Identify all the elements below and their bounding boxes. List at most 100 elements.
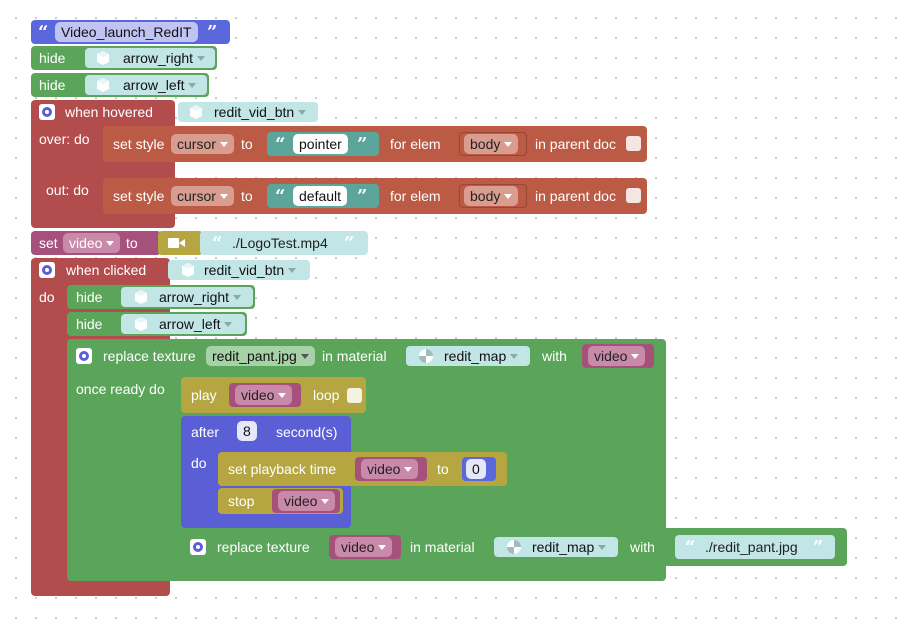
style-property-dropdown[interactable]: cursor xyxy=(171,186,234,206)
file-path-value[interactable]: ./LogoTest.mp4 xyxy=(232,235,328,251)
quote-close-icon: ” xyxy=(357,186,368,207)
after-label: after xyxy=(191,424,220,440)
variable-block[interactable]: video xyxy=(355,457,427,481)
for-elem-label: for elem xyxy=(390,188,441,204)
variable-dropdown[interactable]: video xyxy=(588,346,646,366)
video-file-block[interactable] xyxy=(158,231,203,255)
variable-block[interactable]: video xyxy=(229,383,301,407)
texture-dropdown[interactable]: redit_pant.jpg xyxy=(206,346,315,366)
variable-block[interactable]: video xyxy=(272,489,340,513)
hide-block-arrow-left[interactable]: hide arrow_left xyxy=(67,312,247,336)
hide-label: hide xyxy=(76,289,103,305)
object-dropdown[interactable]: arrow_right xyxy=(117,48,211,68)
text-value-block[interactable]: “ pointer ” xyxy=(267,132,379,156)
over-do-label: over: do xyxy=(39,131,90,147)
text-value-block[interactable]: “ default ” xyxy=(267,184,379,208)
file-path-value[interactable]: ./redit_pant.jpg xyxy=(705,539,798,555)
variable-dropdown[interactable]: video xyxy=(63,233,121,253)
set-style-block-over[interactable]: set style cursor to “ pointer ” for elem… xyxy=(103,126,647,162)
checkbox-icon[interactable] xyxy=(626,188,641,203)
playback-time-field[interactable]: 0 xyxy=(466,459,486,479)
elem-dropdown[interactable]: body xyxy=(464,186,519,206)
cube-icon xyxy=(97,78,109,92)
variable-block[interactable]: video xyxy=(329,535,401,559)
set-playback-time-block[interactable]: set playback time video to 0 xyxy=(218,452,507,486)
replace-texture-label: replace texture xyxy=(217,539,310,555)
object-selector[interactable]: arrow_left xyxy=(85,75,207,95)
quote-close-icon: ” xyxy=(344,233,355,254)
for-elem-label: for elem xyxy=(390,136,441,152)
hide-label: hide xyxy=(76,316,103,332)
gear-icon[interactable] xyxy=(39,104,55,120)
in-material-label: in material xyxy=(410,539,475,555)
quote-open-icon: “ xyxy=(275,186,286,207)
function-name-block[interactable]: “ Video_launch_RedIT ” xyxy=(31,20,230,44)
material-dropdown[interactable]: redit_map xyxy=(526,537,612,557)
elem-dropdown[interactable]: body xyxy=(464,134,519,154)
replace-texture-block-2[interactable]: replace texture video in material redit_… xyxy=(181,528,847,566)
with-label: with xyxy=(630,539,655,555)
set-style-label: set style xyxy=(113,136,165,152)
loop-label: loop xyxy=(313,387,340,403)
hide-block-arrow-left[interactable]: hide arrow_left xyxy=(31,73,209,97)
out-do-label: out: do xyxy=(46,182,89,198)
file-path-block[interactable]: “ ./LogoTest.mp4 ” xyxy=(200,231,368,255)
play-block[interactable]: play video loop xyxy=(181,377,366,413)
gear-icon[interactable] xyxy=(39,262,55,278)
gear-icon[interactable] xyxy=(76,348,92,364)
elem-selector[interactable]: body xyxy=(459,184,527,208)
cube-icon xyxy=(182,263,194,277)
object-dropdown[interactable]: arrow_left xyxy=(153,314,238,334)
object-selector[interactable]: arrow_left xyxy=(121,314,245,334)
set-variable-block[interactable]: set video to xyxy=(31,231,161,255)
style-property-dropdown[interactable]: cursor xyxy=(171,134,234,154)
cube-icon xyxy=(97,51,109,65)
stop-label: stop xyxy=(228,493,255,509)
object-selector[interactable]: arrow_right xyxy=(121,287,253,307)
hide-label: hide xyxy=(39,50,66,66)
quote-close-icon: ” xyxy=(813,537,824,558)
set-style-label: set style xyxy=(113,188,165,204)
style-value-field[interactable]: default xyxy=(293,186,348,206)
to-label: to xyxy=(126,235,138,251)
variable-dropdown[interactable]: video xyxy=(335,537,393,557)
quote-close-icon: ” xyxy=(357,134,368,155)
function-name-field[interactable]: Video_launch_RedIT xyxy=(55,22,198,42)
object-dropdown[interactable]: redit_vid_btn xyxy=(208,102,312,122)
object-dropdown[interactable]: arrow_left xyxy=(117,75,202,95)
quote-close-icon: ” xyxy=(207,22,218,43)
seconds-unit-label: second(s) xyxy=(276,424,338,440)
stop-block[interactable]: stop video xyxy=(218,488,343,514)
checkbox-icon[interactable] xyxy=(347,388,362,403)
to-label: to xyxy=(437,461,449,477)
set-label: set xyxy=(39,235,58,251)
hide-block-arrow-right[interactable]: hide arrow_right xyxy=(31,46,217,70)
material-selector[interactable]: redit_map xyxy=(494,537,618,557)
seconds-field[interactable]: 8 xyxy=(237,421,257,441)
replace-texture-label: replace texture xyxy=(103,348,196,364)
file-path-block[interactable]: “ ./redit_pant.jpg ” xyxy=(675,535,835,559)
material-dropdown[interactable]: redit_map xyxy=(438,346,524,366)
style-value-field[interactable]: pointer xyxy=(293,134,348,154)
hide-block-arrow-right[interactable]: hide arrow_right xyxy=(67,285,255,309)
variable-dropdown[interactable]: video xyxy=(235,385,293,405)
when-hovered-label: when hovered xyxy=(65,104,153,120)
gear-icon[interactable] xyxy=(190,539,206,555)
variable-dropdown[interactable]: video xyxy=(361,459,419,479)
variable-block[interactable]: video xyxy=(582,344,654,368)
checkbox-icon[interactable] xyxy=(626,136,641,151)
clicked-object-selector[interactable]: redit_vid_btn xyxy=(168,260,310,280)
hide-label: hide xyxy=(39,77,66,93)
object-dropdown[interactable]: redit_vid_btn xyxy=(198,260,302,280)
elem-selector[interactable]: body xyxy=(459,132,527,156)
set-style-block-out[interactable]: set style cursor to “ default ” for elem… xyxy=(103,178,647,214)
material-selector[interactable]: redit_map xyxy=(406,346,530,366)
object-selector[interactable]: arrow_right xyxy=(85,48,215,68)
do-label: do xyxy=(39,289,55,305)
number-block[interactable]: 0 xyxy=(462,457,496,481)
play-label: play xyxy=(191,387,217,403)
material-sphere-icon xyxy=(507,540,521,554)
variable-dropdown[interactable]: video xyxy=(278,491,336,511)
object-dropdown[interactable]: arrow_right xyxy=(153,287,247,307)
hovered-object-selector[interactable]: redit_vid_btn xyxy=(178,102,318,122)
